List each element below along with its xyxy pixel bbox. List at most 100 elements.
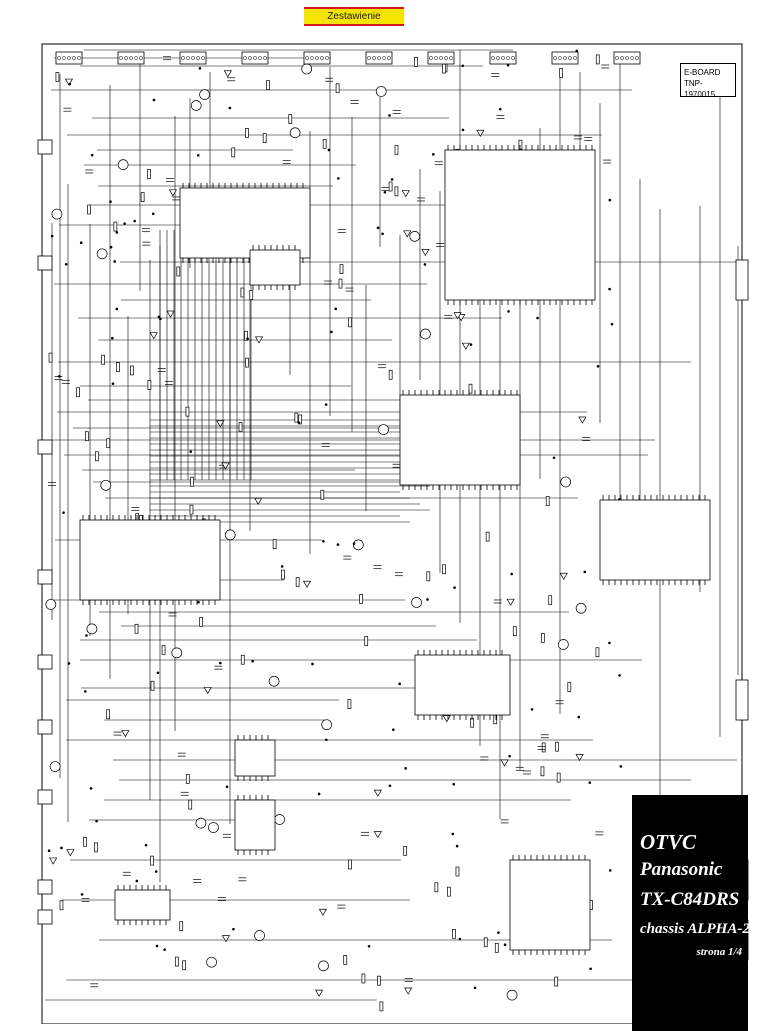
junction-dot bbox=[596, 365, 600, 368]
transistor bbox=[208, 822, 219, 833]
diode bbox=[168, 189, 177, 197]
resistor bbox=[343, 955, 348, 965]
resistor bbox=[555, 741, 559, 752]
junction-dot bbox=[111, 382, 115, 385]
junction-dot bbox=[144, 843, 148, 847]
transistor bbox=[375, 86, 387, 97]
diode bbox=[421, 249, 430, 257]
ic-package bbox=[444, 149, 596, 301]
junction-dot bbox=[608, 198, 612, 202]
junction-dot bbox=[510, 572, 514, 576]
resistor bbox=[245, 357, 249, 368]
resistor bbox=[130, 365, 134, 376]
junction-dot bbox=[64, 262, 68, 266]
transistor bbox=[268, 675, 280, 687]
junction-dot bbox=[367, 944, 371, 948]
junction-dot bbox=[297, 421, 301, 424]
title-line-4: chassis ALPHA-2 bbox=[640, 921, 750, 937]
connector-block bbox=[241, 51, 269, 65]
diode bbox=[66, 849, 75, 857]
resistor bbox=[388, 181, 393, 192]
junction-dot bbox=[67, 662, 71, 665]
resistor bbox=[541, 742, 546, 753]
resistor bbox=[182, 960, 187, 971]
resistor bbox=[185, 406, 190, 417]
junction-dot bbox=[610, 322, 614, 326]
resistor bbox=[113, 221, 118, 232]
diode bbox=[318, 908, 328, 916]
junction-dot bbox=[133, 219, 136, 223]
junction-dot bbox=[84, 690, 87, 693]
title-line-2: Panasonic bbox=[640, 859, 723, 880]
diode bbox=[221, 935, 231, 943]
junction-dot bbox=[577, 715, 581, 719]
junction-dot bbox=[383, 190, 387, 194]
resistor bbox=[115, 362, 120, 372]
resistor bbox=[48, 352, 53, 363]
resistor bbox=[188, 799, 193, 810]
transistor bbox=[318, 960, 329, 972]
resistor bbox=[468, 383, 473, 394]
resistor bbox=[240, 654, 245, 665]
resistor bbox=[339, 264, 344, 274]
edge-connector bbox=[735, 259, 749, 301]
junction-dot bbox=[50, 234, 54, 238]
junction-dot bbox=[325, 738, 328, 742]
transistor bbox=[321, 719, 333, 731]
resistor bbox=[512, 626, 517, 637]
transistor bbox=[420, 328, 431, 340]
transistor bbox=[301, 63, 313, 75]
junction-dot bbox=[530, 708, 534, 711]
transistor bbox=[45, 599, 57, 610]
transistor bbox=[96, 248, 108, 260]
resistor bbox=[295, 577, 300, 587]
resistor bbox=[388, 369, 393, 380]
junction-dot bbox=[398, 682, 401, 686]
diode bbox=[373, 789, 382, 797]
resistor bbox=[59, 900, 64, 911]
diode bbox=[221, 462, 230, 470]
connector-block bbox=[117, 51, 145, 65]
transistor bbox=[100, 479, 112, 491]
resistor bbox=[272, 539, 277, 549]
resistor bbox=[347, 699, 352, 709]
board-name: E-BOARD bbox=[684, 68, 721, 77]
outer-frame bbox=[41, 43, 743, 1024]
resistor bbox=[361, 973, 366, 984]
junction-dot bbox=[109, 200, 112, 204]
junction-dot bbox=[123, 222, 126, 225]
resistor bbox=[485, 531, 490, 542]
resistor bbox=[266, 80, 270, 90]
junction-dot bbox=[452, 782, 456, 786]
junction-dot bbox=[58, 375, 61, 378]
junction-dot bbox=[330, 330, 333, 334]
diode bbox=[203, 687, 212, 695]
junction-dot bbox=[376, 226, 380, 230]
junction-dot bbox=[404, 767, 407, 770]
resistor bbox=[442, 63, 446, 74]
resistor bbox=[176, 266, 181, 277]
resistor bbox=[161, 645, 166, 655]
edge-connector bbox=[37, 909, 53, 925]
edge-connector bbox=[37, 719, 53, 735]
junction-dot bbox=[324, 403, 328, 406]
transistor bbox=[254, 930, 265, 941]
junction-dot bbox=[246, 337, 249, 341]
diode bbox=[578, 416, 587, 424]
resistor bbox=[452, 928, 456, 939]
diode bbox=[453, 312, 462, 320]
transistor bbox=[195, 817, 207, 829]
transistor bbox=[206, 956, 217, 968]
resistor bbox=[249, 290, 254, 300]
resistor bbox=[87, 204, 91, 215]
transistor bbox=[171, 647, 183, 659]
connector-block bbox=[489, 51, 517, 65]
junction-dot bbox=[327, 148, 331, 152]
junction-dot bbox=[455, 844, 459, 848]
transistor bbox=[560, 476, 572, 488]
resistor bbox=[359, 594, 363, 604]
diode bbox=[315, 989, 324, 997]
resistor bbox=[556, 772, 561, 783]
resistor bbox=[150, 680, 155, 691]
resistor bbox=[322, 139, 327, 149]
